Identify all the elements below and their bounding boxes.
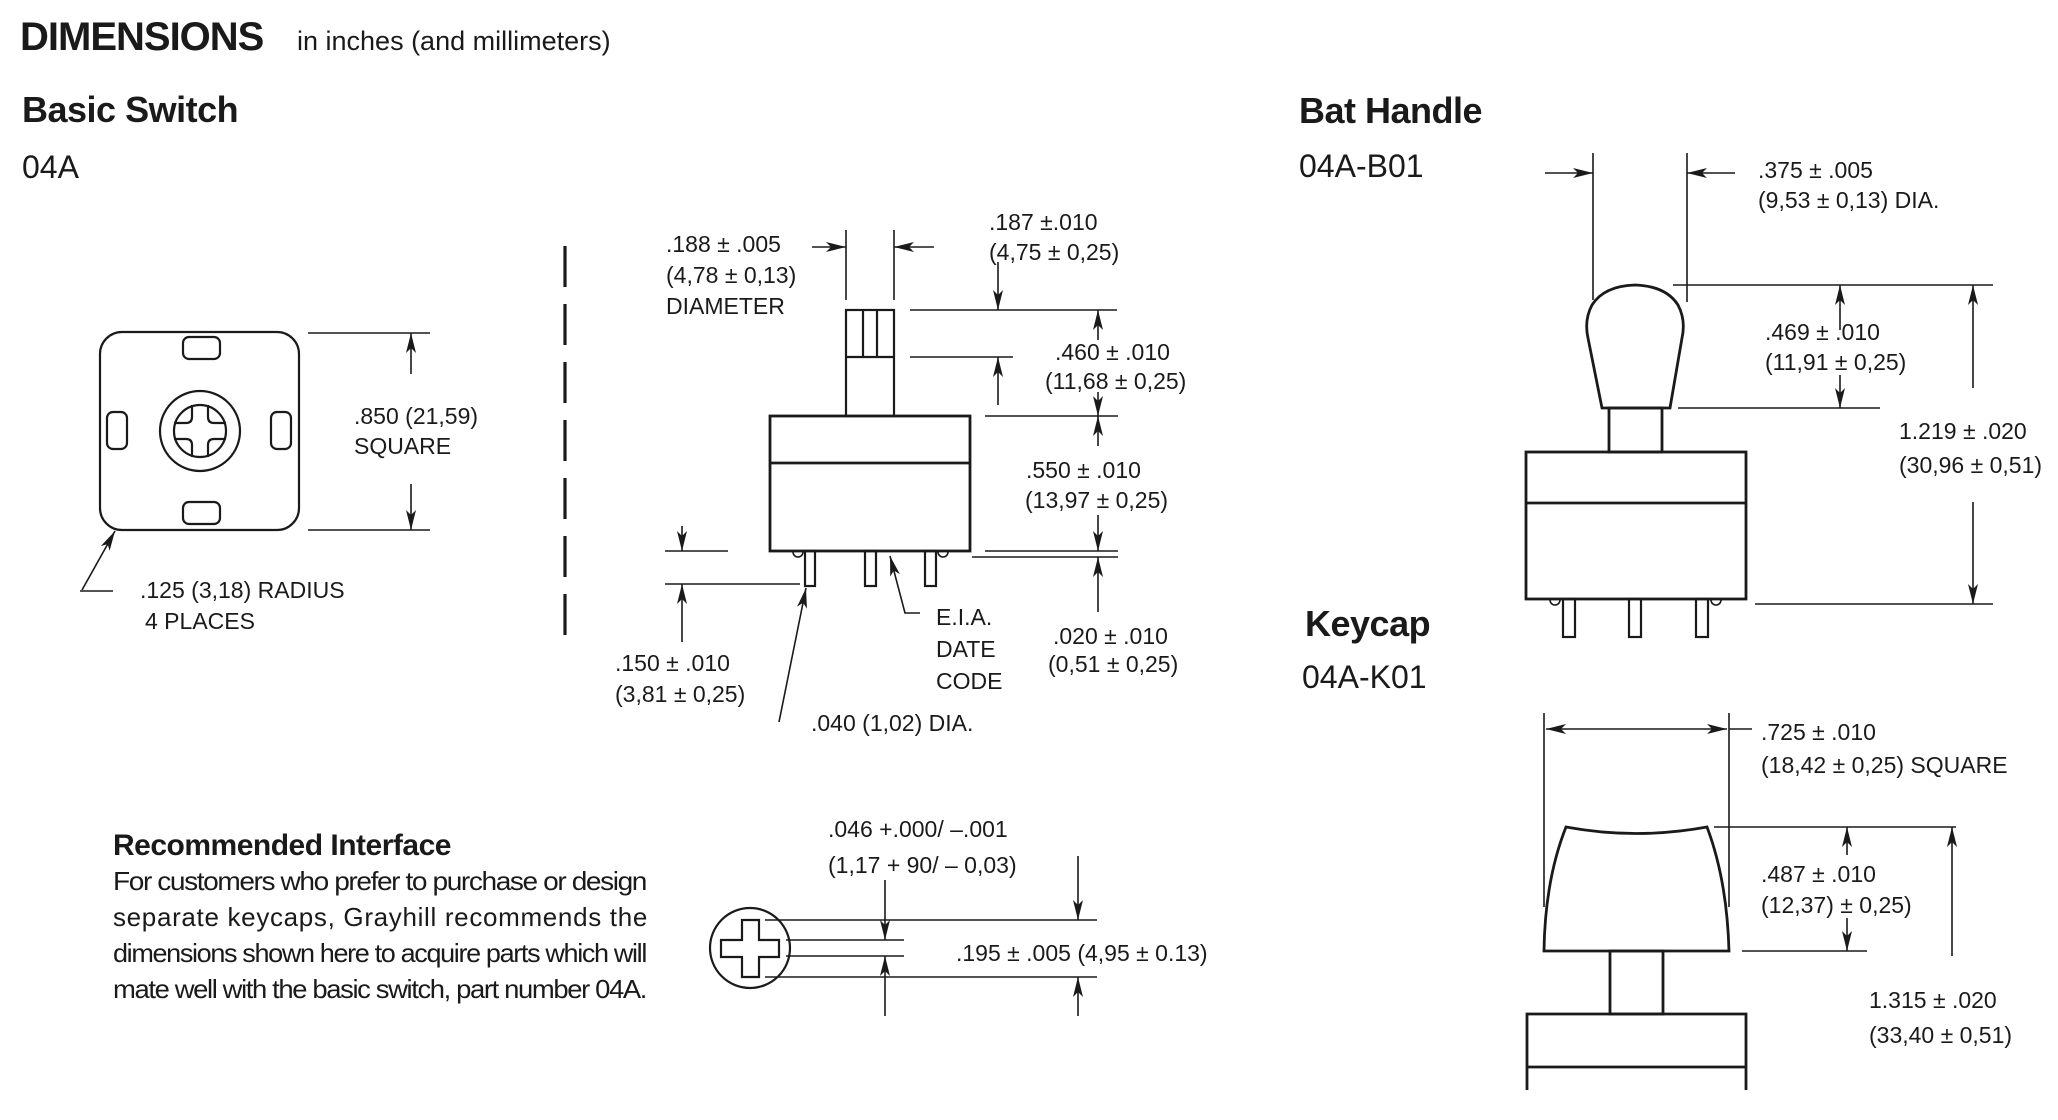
keycap-drawing: .725 ± .010 (18,42 ± 0,25) SQUARE .487 ±… [1525,713,2012,1090]
switch-stem [844,308,896,418]
stem-dia-diameter-label: DIAMETER [666,293,785,319]
pin-dia-label: .040 (1,02) DIA. [811,710,973,736]
bat-height-label: .469 ± .010 [1765,319,1880,345]
eia-code-label: CODE [936,668,1002,694]
eia-date-label: DATE [936,636,996,662]
radius-dim-label: .125 (3,18) RADIUS [140,577,345,603]
stripe-dim-label: .187 ±.010 [989,209,1098,235]
switch-side-view: .188 ± .005 (4,78 ± 0,13) DIAMETER .187 … [615,209,1186,736]
bat-handle-stem [1607,406,1664,454]
pin [1694,597,1710,639]
interface-paragraph-line: mate well with the basic switch, part nu… [113,974,646,1004]
body-height-mm-label: (13,97 ± 0,25) [1025,487,1168,513]
keycap-heading: Keycap [1305,603,1430,644]
keycap-overall-mm-label: (33,40 ± 0,51) [1869,1022,2012,1048]
keycap-overall-label: 1.315 ± .020 [1869,987,1997,1013]
bat-handle-heading: Bat Handle [1299,90,1482,131]
interface-circle [708,906,792,990]
keycap-shape [1542,825,1731,953]
stem-height-mm-label: (11,68 ± 0,25) [1045,368,1186,394]
stem-dia-label: .188 ± .005 [666,231,781,257]
slot-top [181,335,222,361]
bat-handle-part-number: 04A-B01 [1299,148,1424,184]
cross-icon [174,405,226,457]
plunger-inner-circle [172,403,228,459]
keycap-stem [1608,949,1665,1016]
switch-body-outline [98,330,301,532]
basic-switch-section: Basic Switch 04A .850 (21,59) SQUARE .12… [22,89,1186,736]
bat-overall-mm-label: (30,96 ± 0,51) [1899,452,2042,478]
page-title: DIMENSIONS [20,15,264,59]
body-height-label: .550 ± .010 [1026,457,1141,483]
recommended-interface-section: Recommended Interface For customers who … [113,816,1208,1016]
cross-slot-icon [719,918,781,979]
page-header: DIMENSIONS in inches (and millimeters) [20,15,611,59]
bat-height-mm-label: (11,91 ± 0,25) [1765,349,1906,375]
standoff-label: .020 ± .010 [1053,623,1168,649]
switch-body [768,414,972,553]
interface-drawing: .046 +.000/ –.001 (1,17 + 90/ – 0,03) .1… [708,816,1208,1016]
bat-handle-section: Bat Handle 04A-B01 .375 ± .005 (9,53 ± 0… [1299,90,2042,639]
pin [1627,597,1643,639]
slot-right [269,410,293,451]
pin-length-label: .150 ± .010 [615,650,730,676]
keycap-section: Keycap 04A-K01 .725 ± .010 (18,42 ± 0,25… [1302,603,2012,1090]
standoff-mm-label: (0,51 ± 0,25) [1048,651,1178,677]
slot-left [105,410,129,451]
eia-label: E.I.A. [936,604,992,630]
stripe-dim-mm-label: (4,75 ± 0,25) [989,239,1119,265]
keycap-height-label: .487 ± .010 [1761,861,1876,887]
bat-handle-drawing: .375 ± .005 (9,53 ± 0,13) DIA. .469 ± .0… [1524,153,2042,639]
bat-handle-body [1524,450,1748,601]
pin [923,549,938,588]
pin [1561,597,1577,639]
keycap-height-mm-label: (12,37) ± 0,25) [1761,892,1912,918]
interface-heading: Recommended Interface [113,829,451,862]
interface-paragraph-line: separate keycaps, Grayhill recommends th… [113,902,647,932]
slot-width-mm-label: (1,17 + 90/ – 0,03) [828,852,1017,878]
interface-paragraph-line: For customers who prefer to purchase or … [113,866,646,896]
standoff-bump [792,551,804,558]
radius-places-label: 4 PLACES [145,608,255,634]
basic-switch-part-number: 04A [22,149,80,185]
pin [803,549,817,588]
slot-bottom [181,500,222,526]
switch-top-view: .850 (21,59) SQUARE .125 (3,18) RADIUS 4… [80,330,478,634]
keycap-width-label: .725 ± .010 [1761,719,1876,745]
square-label: SQUARE [354,433,451,459]
cross-length-label: .195 ± .005 (4,95 ± 0.13) [956,940,1208,966]
basic-switch-heading: Basic Switch [22,89,238,130]
stem-dia-mm-label: (4,78 ± 0,13) [666,262,796,288]
bat-overall-label: 1.219 ± .020 [1899,418,2027,444]
bat-handle-knob [1585,283,1685,410]
keycap-part-number: 04A-K01 [1302,659,1427,695]
square-dim-label: .850 (21,59) [354,403,478,429]
pin [863,549,878,588]
pin-length-mm-label: (3,81 ± 0,25) [615,681,745,707]
interface-paragraph-line: dimensions shown here to acquire parts w… [113,938,647,968]
plunger-outer-circle [158,389,242,473]
page-subtitle: in inches (and millimeters) [297,26,611,56]
keycap-body [1525,1012,1748,1090]
keycap-width-mm-label: (18,42 ± 0,25) SQUARE [1761,752,2008,778]
slot-width-label: .046 +.000/ –.001 [828,816,1008,842]
bat-dia-label: .375 ± .005 [1758,157,1873,183]
standoff-bump [937,551,949,558]
stem-height-label: .460 ± .010 [1055,339,1170,365]
bat-dia-mm-label: (9,53 ± 0,13) DIA. [1758,187,1939,213]
